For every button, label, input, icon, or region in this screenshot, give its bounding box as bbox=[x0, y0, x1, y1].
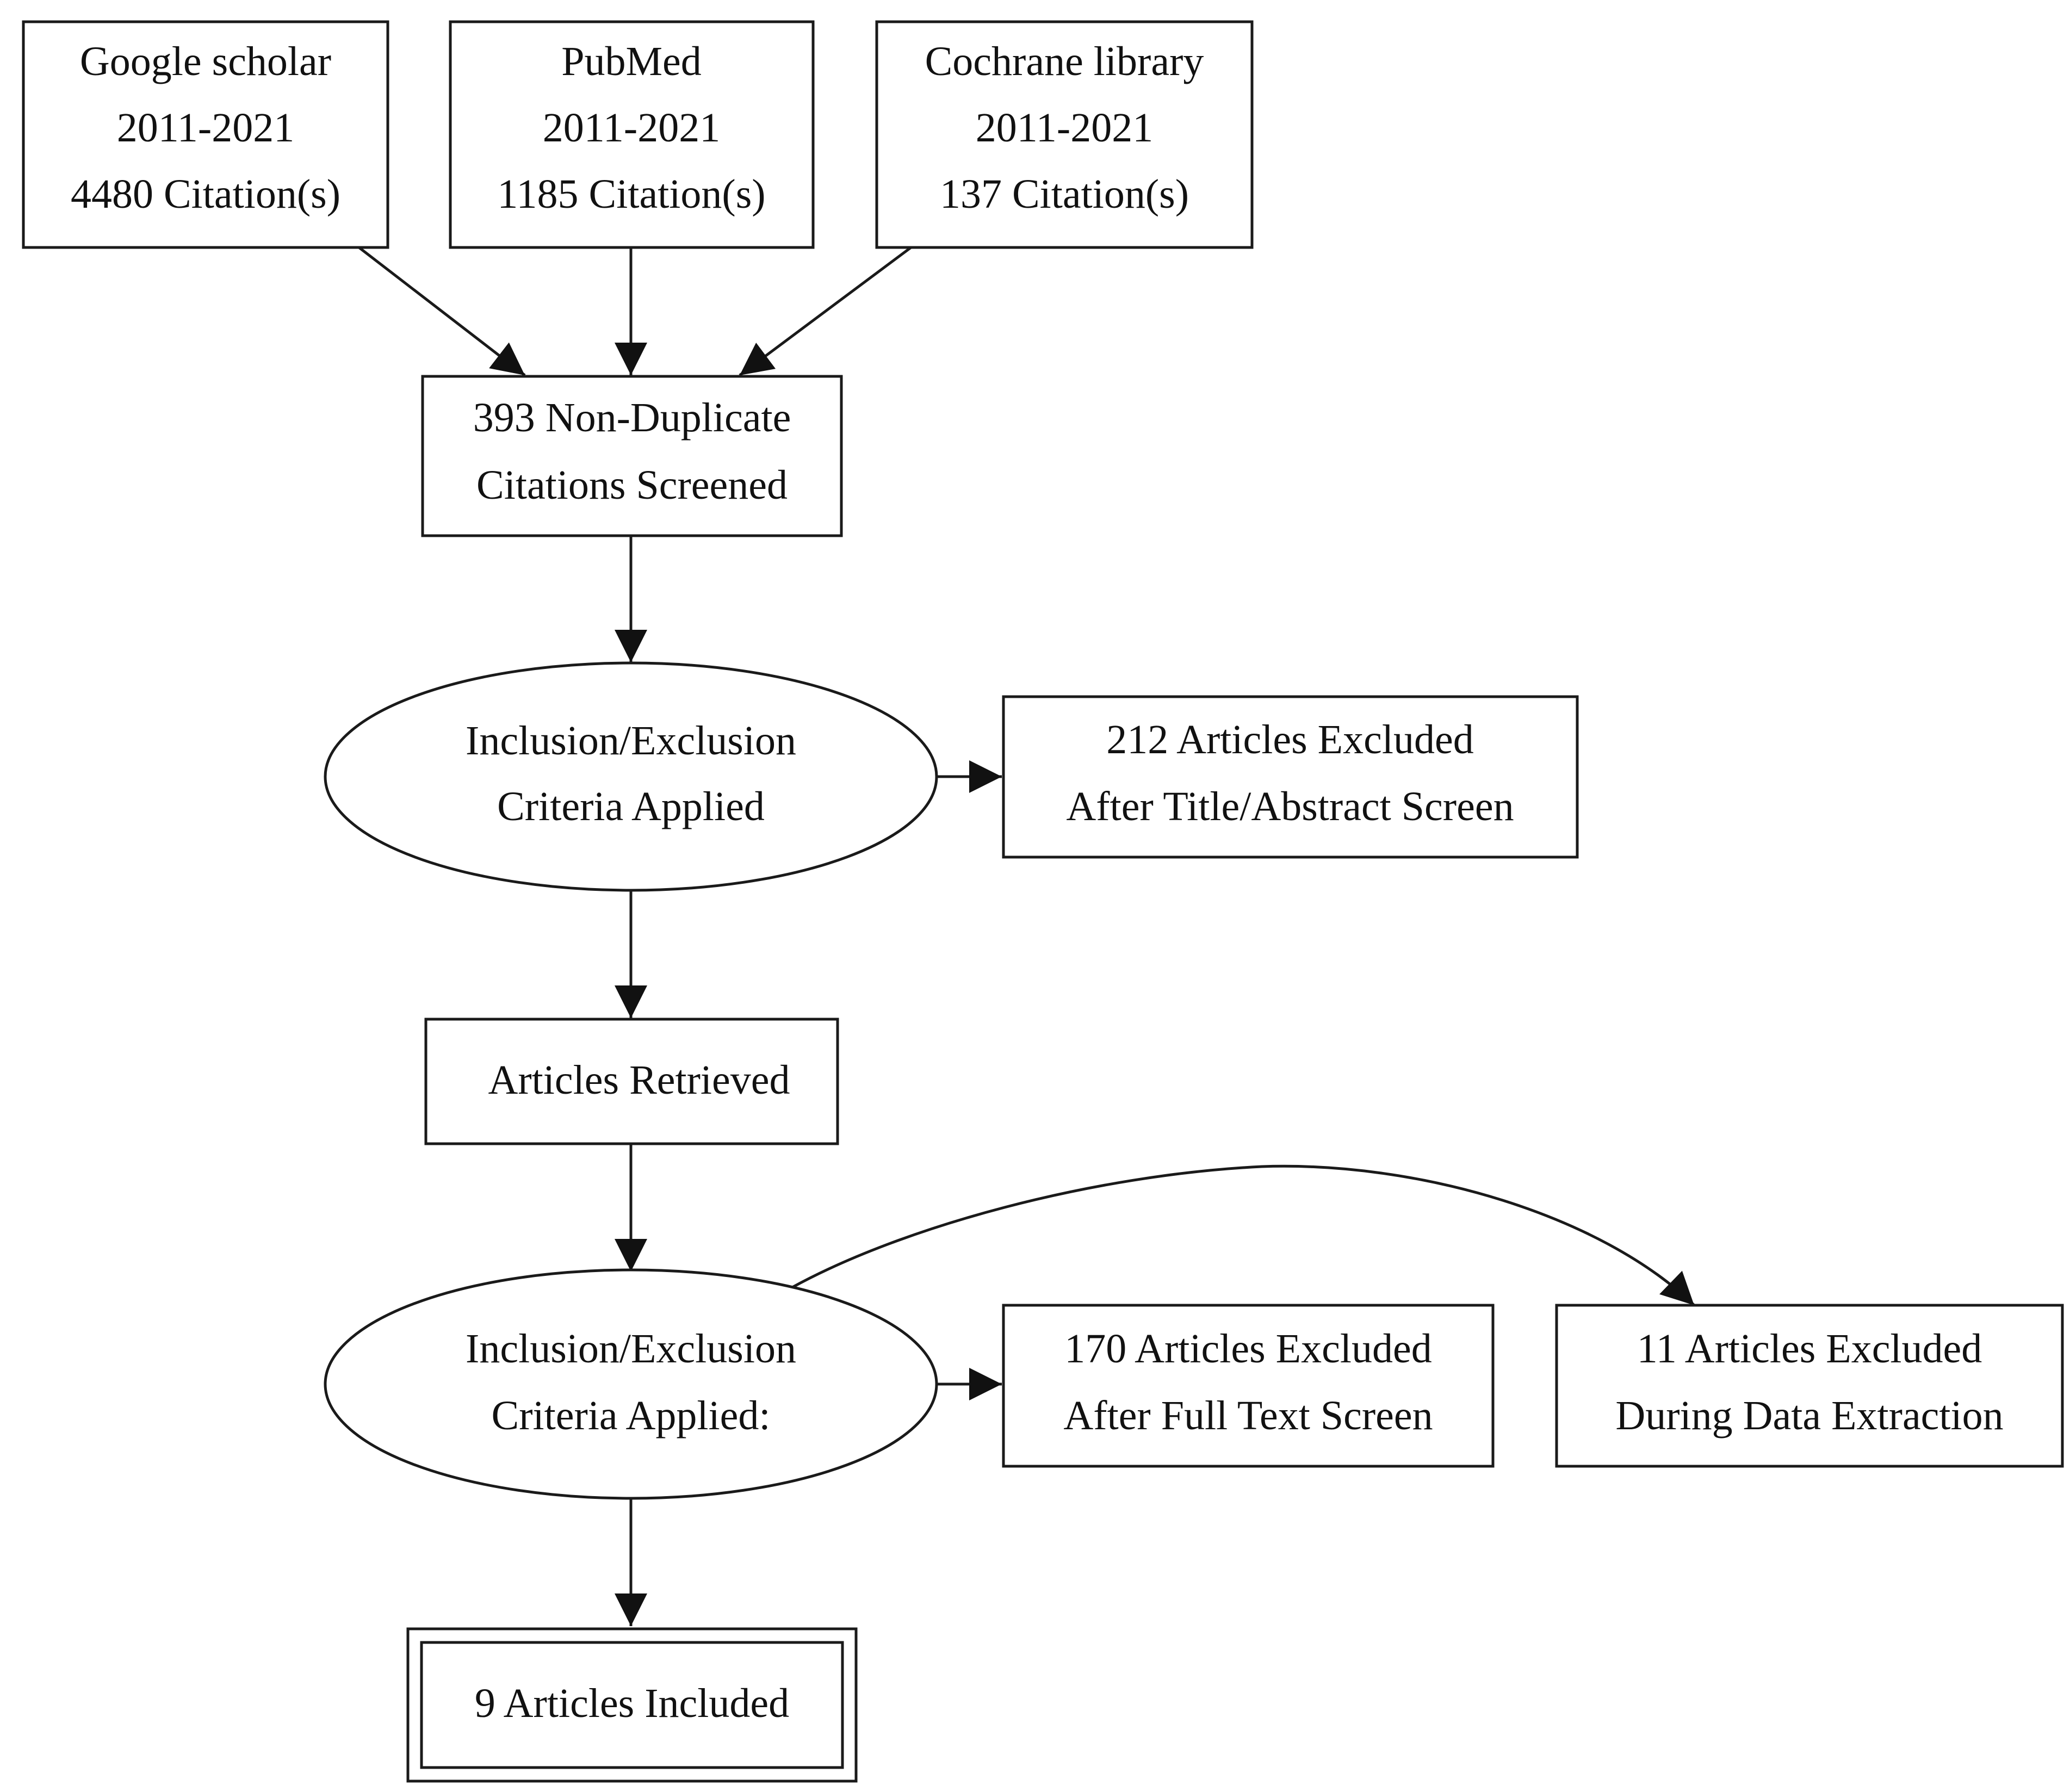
criteria-2-line1: Inclusion/Exclusion bbox=[466, 1326, 796, 1372]
included-inner-box bbox=[420, 1641, 844, 1769]
cochrane-name: Cochrane library bbox=[925, 39, 1204, 84]
node-excluded-data-extraction: 11 Articles Excluded During Data Extract… bbox=[1555, 1304, 2064, 1468]
edge-google-to-screened bbox=[358, 246, 526, 376]
google-scholar-years: 2011-2021 bbox=[117, 105, 295, 151]
cochrane-citations: 137 Citation(s) bbox=[940, 171, 1189, 217]
included-line1: 9 Articles Included bbox=[475, 1681, 789, 1726]
criteria-1-ellipse bbox=[324, 661, 938, 892]
criteria-2-line2: Criteria Applied: bbox=[492, 1393, 771, 1438]
node-cochrane-library: Cochrane library 2011-2021 137 Citation(… bbox=[875, 20, 1254, 249]
cochrane-box bbox=[875, 20, 1254, 249]
node-pubmed: PubMed 2011-2021 1185 Citation(s) bbox=[449, 20, 815, 249]
cochrane-years: 2011-2021 bbox=[976, 105, 1154, 151]
google-scholar-box bbox=[22, 20, 389, 249]
node-excluded-title-abstract: 212 Articles Excluded After Title/Abstra… bbox=[1002, 695, 1579, 859]
node-articles-included: 9 Articles Included bbox=[406, 1627, 858, 1783]
excluded-extraction-line1: 11 Articles Excluded bbox=[1637, 1326, 1982, 1372]
retrieved-box bbox=[424, 1018, 839, 1145]
excluded-extraction-line2: During Data Extraction bbox=[1615, 1393, 2003, 1438]
node-excluded-full-text: 170 Articles Excluded After Full Text Sc… bbox=[1002, 1304, 1495, 1468]
excluded-full-text-line1: 170 Articles Excluded bbox=[1064, 1326, 1431, 1372]
pubmed-citations: 1185 Citation(s) bbox=[497, 171, 765, 217]
pubmed-years: 2011-2021 bbox=[543, 105, 721, 151]
excluded-extraction-box bbox=[1555, 1304, 2064, 1468]
edge-cochrane-to-screened bbox=[739, 246, 912, 377]
excluded-title-abstract-box bbox=[1002, 695, 1579, 859]
pubmed-name: PubMed bbox=[561, 39, 702, 84]
google-scholar-name: Google scholar bbox=[80, 39, 331, 84]
excluded-full-text-box bbox=[1002, 1304, 1495, 1468]
excluded-full-text-line2: After Full Text Screen bbox=[1063, 1393, 1433, 1438]
pubmed-box bbox=[449, 20, 815, 249]
screened-line2: Citations Screened bbox=[476, 462, 788, 508]
criteria-2-ellipse bbox=[324, 1268, 938, 1500]
screened-box bbox=[421, 375, 843, 537]
node-google-scholar: Google scholar 2011-2021 4480 Citation(s… bbox=[22, 20, 389, 249]
criteria-1-line2: Criteria Applied bbox=[497, 784, 765, 829]
excluded-title-abstract-line2: After Title/Abstract Screen bbox=[1066, 784, 1514, 829]
criteria-1-line1: Inclusion/Exclusion bbox=[466, 718, 796, 764]
node-criteria-applied-1: Inclusion/Exclusion Criteria Applied bbox=[324, 661, 938, 892]
node-non-duplicate-screened: 393 Non-Duplicate Citations Screened bbox=[421, 375, 843, 537]
retrieved-line1: Articles Retrieved bbox=[488, 1057, 790, 1103]
node-articles-retrieved: Articles Retrieved bbox=[424, 1018, 839, 1145]
screened-line1: 393 Non-Duplicate bbox=[473, 395, 791, 441]
node-criteria-applied-2: Inclusion/Exclusion Criteria Applied: bbox=[324, 1268, 938, 1500]
excluded-title-abstract-line1: 212 Articles Excluded bbox=[1106, 717, 1473, 762]
edge-criteria2-to-excluded-extraction bbox=[790, 1164, 1695, 1306]
google-scholar-citations: 4480 Citation(s) bbox=[71, 171, 340, 217]
edges bbox=[358, 246, 1695, 1626]
